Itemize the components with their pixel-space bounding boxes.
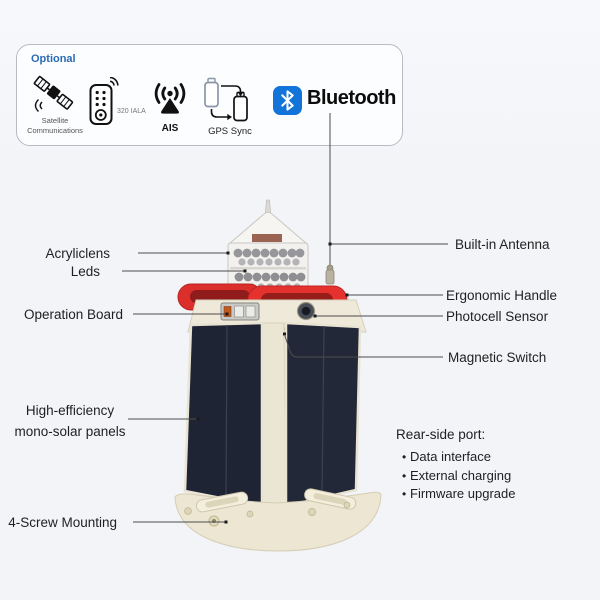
antenna-base-knob <box>326 264 334 272</box>
antenna-mount <box>325 269 335 285</box>
acrylic-lens <box>227 242 309 298</box>
rear-port-item-label: External charging <box>410 467 512 483</box>
label-magnetic-switch: Magnetic Switch <box>448 350 547 365</box>
bullet-icon: • <box>402 450 407 464</box>
label-solar-line1: High-efficiency <box>25 403 115 418</box>
remote-control-icon <box>89 77 119 125</box>
label-acryliclens: Acryliclens <box>45 246 110 261</box>
gps-sync-icon <box>204 77 248 122</box>
satellite-communications-option <box>31 75 77 115</box>
label-solar-panels: High-efficiency mono-solar panels <box>12 401 128 443</box>
bullet-icon: • <box>402 487 407 501</box>
rear-port-item: • Data interface <box>396 448 516 467</box>
operation-board <box>220 302 260 321</box>
label-screw-mounting: 4-Screw Mounting <box>8 515 117 530</box>
rear-side-port-block: Rear-side port: • Data interface • Exter… <box>396 427 516 504</box>
ergonomic-handles <box>177 283 348 315</box>
led-driver-module <box>252 234 282 242</box>
lens-finial <box>263 199 273 231</box>
bullet-icon: • <box>402 468 407 483</box>
ais-label: AIS <box>161 123 179 134</box>
ais-icon <box>154 83 186 114</box>
gps-sync-label: GPS Sync <box>208 126 252 137</box>
label-operation-board: Operation Board <box>23 307 123 322</box>
photocell-sensor <box>296 301 316 321</box>
gps-sync-option <box>203 76 253 126</box>
label-photocell-sensor: Photocell Sensor <box>446 309 549 324</box>
rear-port-item-label: Firmware upgrade <box>410 486 516 501</box>
bluetooth-label: Bluetooth <box>307 87 396 109</box>
remote-control-label: 320 IALA <box>117 108 146 115</box>
lantern-housing <box>187 299 367 333</box>
housing-screws <box>198 323 342 331</box>
solar-panel-body <box>183 321 362 508</box>
rear-port-item: • Firmware upgrade <box>396 485 516 504</box>
satellite-label: Satellite Communications <box>27 116 83 135</box>
rear-port-item: • External charging <box>396 467 516 486</box>
bluetooth-icon <box>273 86 302 115</box>
remote-control-option <box>89 77 119 127</box>
label-solar-line2: mono-solar panels <box>14 423 126 439</box>
marine-lantern <box>174 199 382 552</box>
lens-roof <box>227 211 309 245</box>
rear-port-title: Rear-side port: <box>396 427 486 442</box>
ais-option <box>147 81 193 119</box>
mounting-base <box>174 488 382 552</box>
rear-port-item-label: Data interface <box>410 449 491 464</box>
label-leds: Leds <box>70 264 100 279</box>
satellite-icon <box>33 75 74 112</box>
label-built-in-antenna: Built-in Antenna <box>455 237 550 252</box>
bluetooth-option <box>273 86 302 115</box>
optional-title: Optional <box>31 53 76 65</box>
optional-features-box: Optional Satellite Communicatio <box>16 44 403 146</box>
label-ergonomic-handle: Ergonomic Handle <box>446 288 558 303</box>
led-array <box>230 248 306 291</box>
